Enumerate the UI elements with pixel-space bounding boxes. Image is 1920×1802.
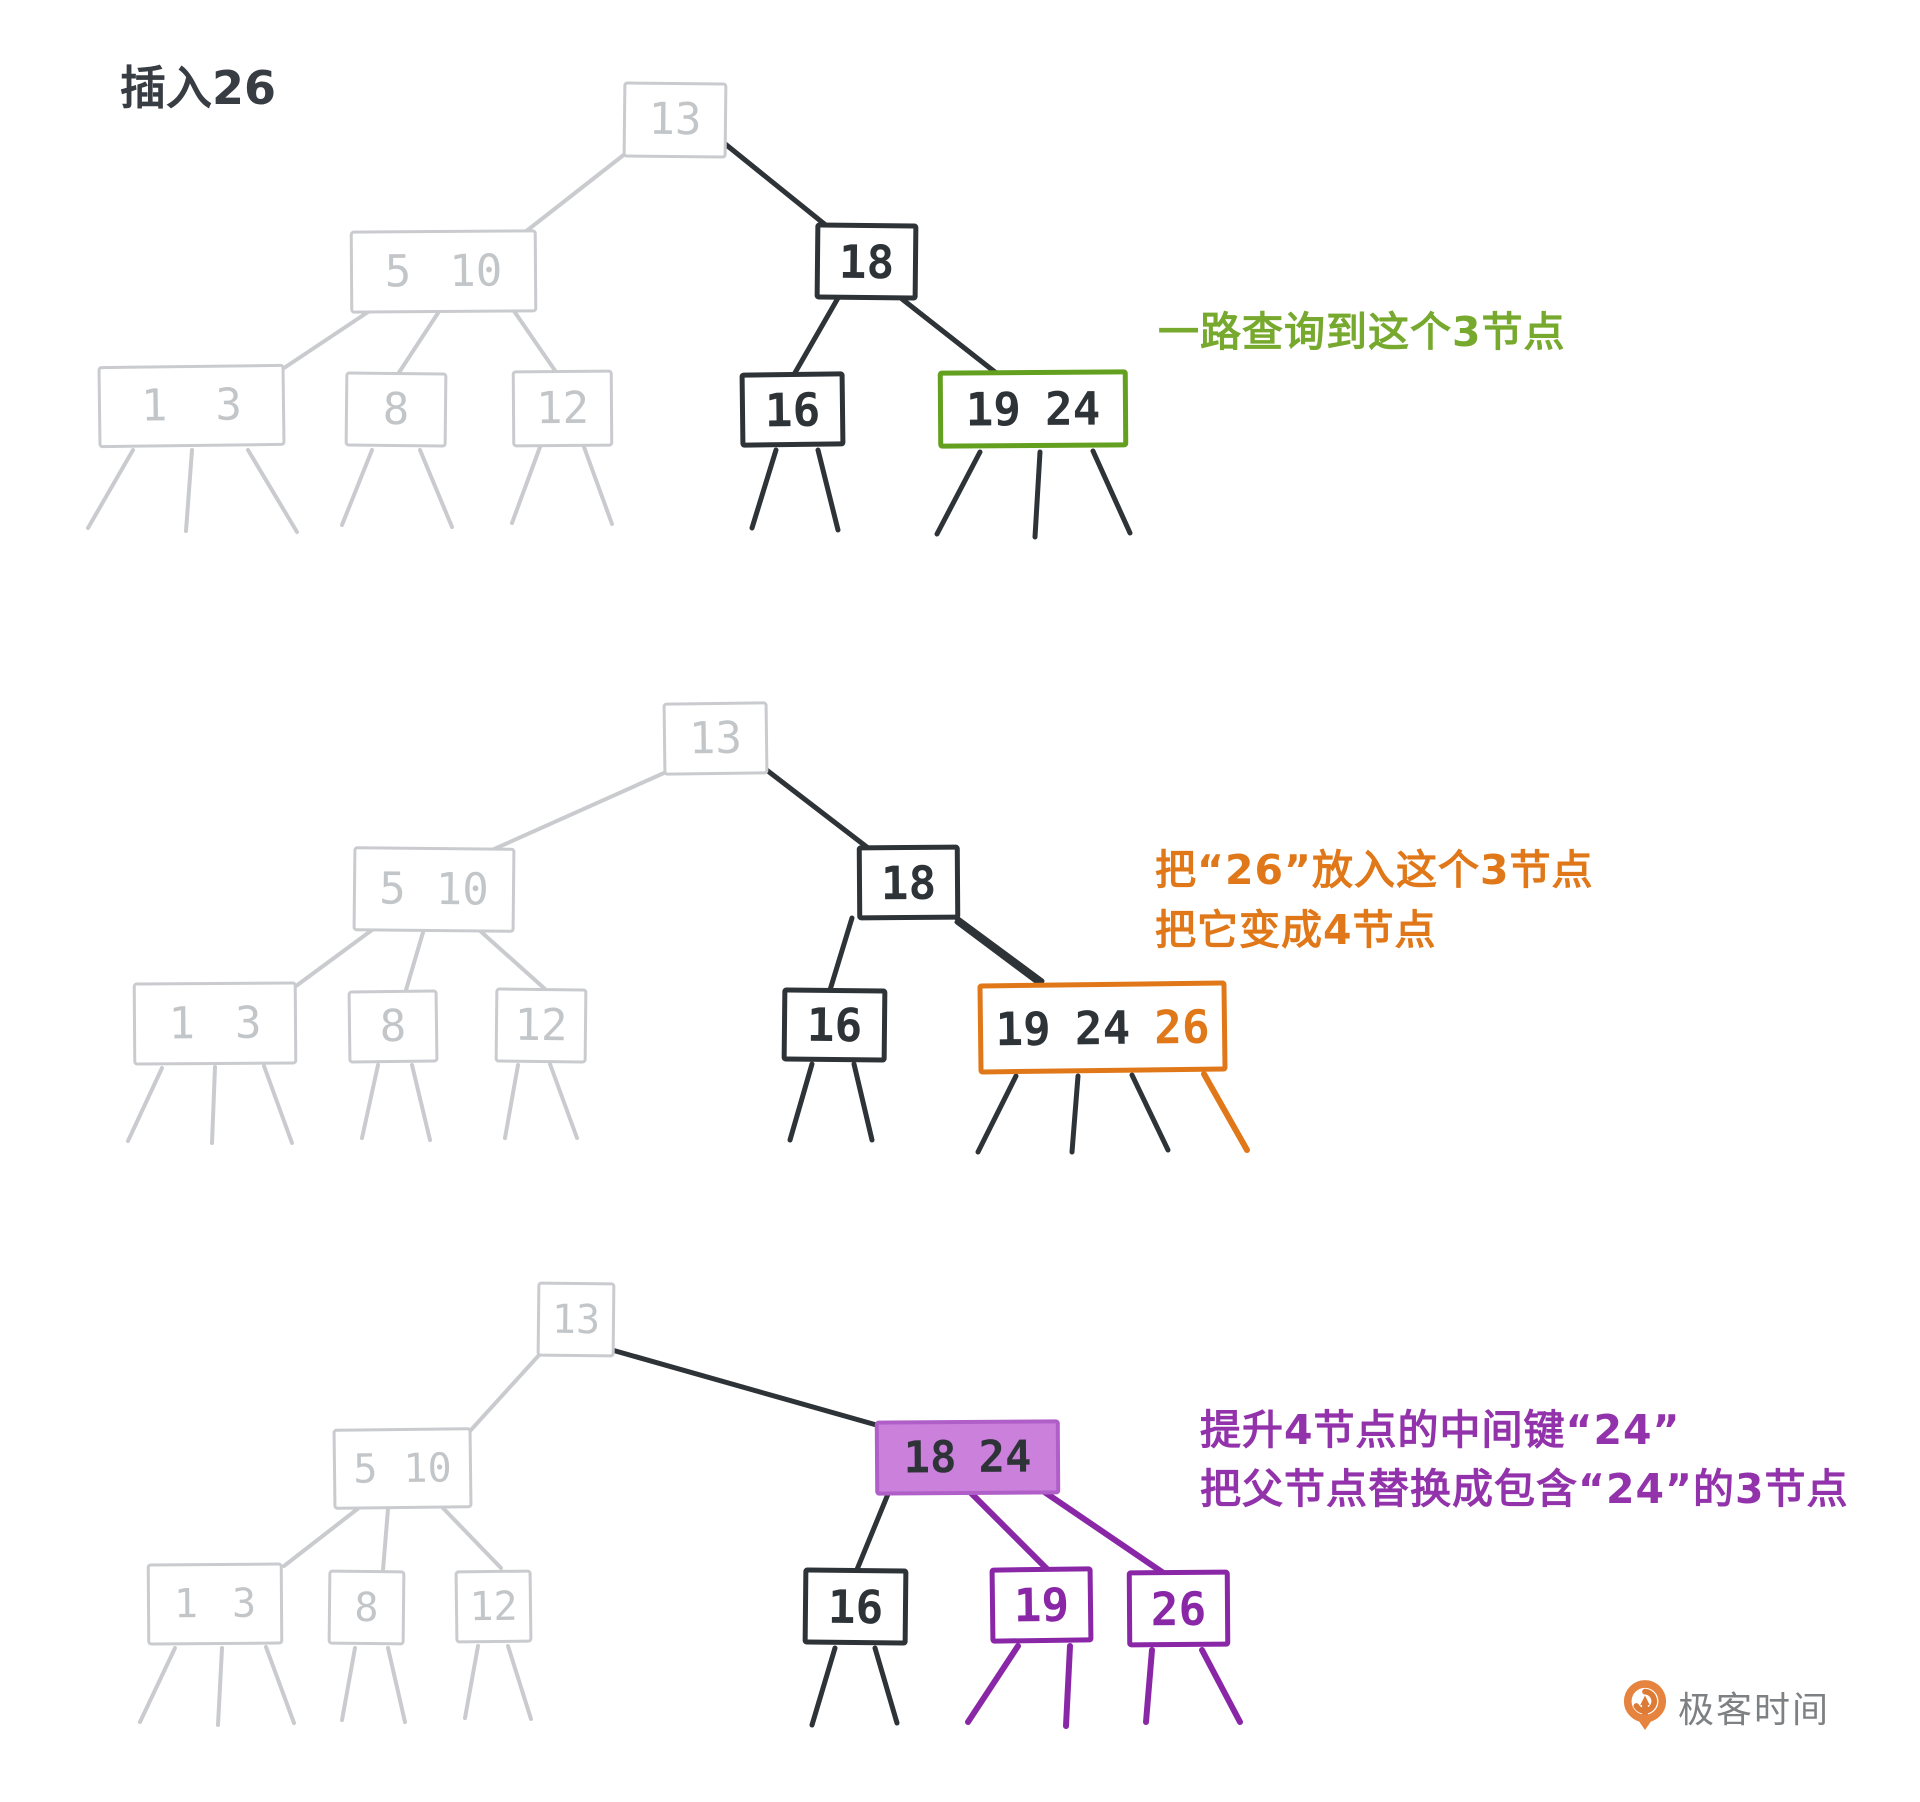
step3-edges <box>138 1347 1243 1729</box>
node-key: 10 <box>435 863 490 916</box>
step3-node-16: 16 <box>802 1567 909 1646</box>
step2-node-5-10: 5 10 <box>352 846 516 933</box>
step2-annotation-line2: 把它变成4节点 <box>1155 906 1437 954</box>
node-key: 19 <box>965 382 1022 437</box>
step1-node-13: 13 <box>622 81 728 159</box>
step2-annotation-line1: 把“26”放入这个3节点 <box>1155 846 1594 894</box>
step3-annotation-line2: 把父节点替换成包含“24”的3节点 <box>1200 1465 1849 1513</box>
node-key: 19 <box>995 1001 1052 1056</box>
node-key: 24 <box>978 1431 1032 1483</box>
brand-logo: 极客时间 <box>1622 1680 1830 1734</box>
node-key: 8 <box>354 1584 379 1631</box>
node-key: 3 <box>234 997 262 1049</box>
step1-node-16: 16 <box>739 371 846 448</box>
node-key: 5 <box>378 862 407 915</box>
node-key: 1 <box>140 380 168 432</box>
node-key: 1 <box>168 997 196 1049</box>
step3-annotation-line1: 提升4节点的中间键“24” <box>1200 1406 1681 1454</box>
step1-node-5-10: 5 10 <box>349 229 538 314</box>
node-key: 3 <box>215 379 243 431</box>
node-key: 12 <box>514 999 568 1051</box>
node-key: 19 <box>1013 1577 1070 1633</box>
node-key: 1 <box>173 1581 199 1628</box>
step1-node-19-24: 19 24 <box>937 369 1129 449</box>
step1-node-8: 8 <box>344 371 448 448</box>
node-key: 8 <box>379 1000 407 1052</box>
node-key: 24 <box>1044 381 1101 436</box>
step2-edges <box>126 765 1250 1155</box>
geektime-logo-text: 极客时间 <box>1678 1690 1831 1731</box>
step1-node-12: 12 <box>511 369 614 448</box>
node-key-inserted: 26 <box>1153 999 1210 1054</box>
step3-node-13: 13 <box>536 1281 616 1358</box>
node-key: 16 <box>806 997 863 1053</box>
step2-node-13: 13 <box>662 701 769 776</box>
step2-node-16: 16 <box>781 987 888 1063</box>
step1-edges <box>86 140 1133 540</box>
step2-node-1-3: 1 3 <box>132 981 298 1066</box>
step3-node-8: 8 <box>327 1569 406 1646</box>
node-key: 18 <box>903 1431 957 1483</box>
node-key: 18 <box>838 234 895 289</box>
node-key: 10 <box>449 245 503 297</box>
step1-node-18: 18 <box>814 222 919 301</box>
page-title: 插入26 <box>120 61 277 115</box>
node-key: 12 <box>535 382 590 434</box>
step1-node-1-3: 1 3 <box>97 363 286 449</box>
geektime-logo-icon <box>1623 1680 1667 1730</box>
node-key: 5 <box>353 1445 378 1493</box>
step3-node-12: 12 <box>454 1569 533 1644</box>
step3-node-1-3: 1 3 <box>146 1562 284 1646</box>
step1-annotation: 一路查询到这个3节点 <box>1158 308 1566 356</box>
node-key: 16 <box>827 1579 884 1634</box>
step3-node-26: 26 <box>1126 1569 1231 1648</box>
node-key: 3 <box>231 1580 257 1627</box>
node-key: 13 <box>551 1296 601 1343</box>
node-key: 18 <box>880 855 937 910</box>
node-key: 5 <box>384 245 412 297</box>
node-key: 26 <box>1150 1581 1207 1636</box>
step2-node-18: 18 <box>856 844 961 921</box>
node-key: 12 <box>469 1583 518 1630</box>
node-key: 10 <box>403 1444 452 1492</box>
step3-node-19: 19 <box>989 1566 1094 1644</box>
step2-node-12: 12 <box>494 987 588 1064</box>
node-key: 8 <box>382 383 410 435</box>
node-key: 24 <box>1074 1000 1131 1055</box>
node-key: 13 <box>688 712 743 764</box>
step3-node-5-10: 5 10 <box>332 1427 473 1510</box>
step2-node-19-24-26: 19 24 26 <box>977 980 1228 1075</box>
node-key: 16 <box>764 382 821 437</box>
node-key: 13 <box>648 93 702 146</box>
step3-node-18-24: 18 24 <box>874 1419 1061 1496</box>
step2-node-8: 8 <box>347 989 439 1064</box>
